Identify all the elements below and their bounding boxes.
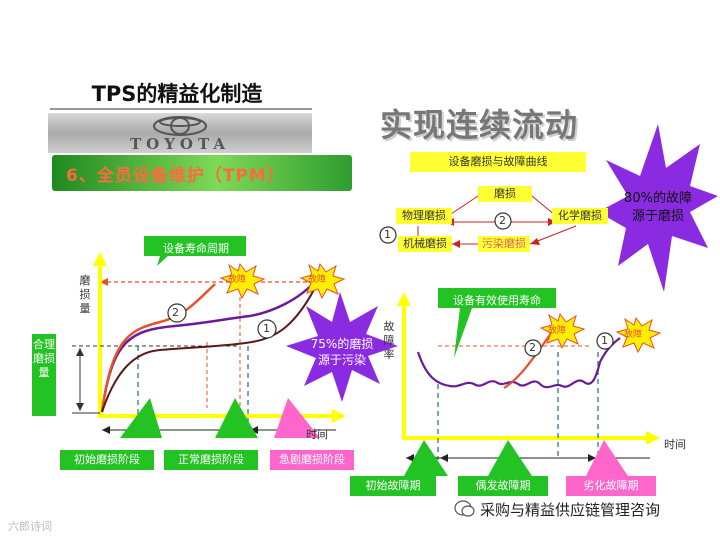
cause-physical: 物理磨损 xyxy=(396,208,452,224)
cause-pollution: 污染磨损 xyxy=(478,236,530,252)
watermark: 六郎诗词 xyxy=(8,520,52,533)
right-phase2-pointer xyxy=(488,440,532,476)
left-fault-text-2: 故障 xyxy=(228,275,247,285)
right-bathtub-curve xyxy=(416,337,621,389)
right-fault-text-1: 故障 xyxy=(624,330,643,340)
cause-title: 设备磨损与故障曲线 xyxy=(410,152,586,172)
left-curve-wear xyxy=(101,281,319,413)
right-num-2: 2 xyxy=(529,341,536,354)
page-title: TPS的精益化制造 xyxy=(91,82,263,106)
right-fault-text-2: 故障 xyxy=(548,326,567,336)
left-phase1-pointer xyxy=(120,398,162,438)
left-phase3-pointer xyxy=(274,398,320,438)
right-phase-2: 偶发故障期 xyxy=(458,476,548,496)
right-top-label: 设备有效使用寿命 xyxy=(453,294,541,307)
cause-chemical: 化学磨损 xyxy=(552,208,608,224)
left-phase-1: 初始磨损阶段 xyxy=(60,450,154,470)
wechat-icon xyxy=(454,499,476,519)
left-star-text: 75%的磨损源于污染 xyxy=(310,337,374,367)
right-phase3-pointer xyxy=(586,440,628,476)
toyota-logo-icon xyxy=(153,116,207,136)
right-fault-burst-1 xyxy=(615,316,662,354)
left-top-label-bg xyxy=(144,236,246,266)
cause-num-2: 2 xyxy=(499,214,506,227)
left-num-2: 2 xyxy=(172,306,179,319)
cause-star-text: 80%的故障源于磨损 xyxy=(624,191,692,224)
left-fault-burst-2 xyxy=(219,262,266,300)
right-num-1: 1 xyxy=(601,334,608,347)
left-fault-burst-1 xyxy=(299,262,346,300)
main-title: 实现连续流动 xyxy=(380,106,579,144)
right-phase1-pointer xyxy=(404,440,448,476)
toyota-logo-banner: TOYOTA xyxy=(48,113,312,153)
title-divider xyxy=(50,108,312,110)
left-curve-1 xyxy=(100,277,319,413)
left-phase-2: 正常磨损阶段 xyxy=(164,450,258,470)
left-top-label: 设备寿命周期 xyxy=(163,242,229,255)
cause-num-1: 1 xyxy=(384,228,391,241)
right-phase-3: 劣化故障期 xyxy=(566,476,656,496)
right-y-label: 故障率 xyxy=(383,320,395,361)
right-x-label: 时间 xyxy=(664,438,686,451)
cause-wear: 磨损 xyxy=(478,186,532,202)
cause-mechanical: 机械磨损 xyxy=(398,236,452,252)
left-phase2-pointer xyxy=(215,398,258,438)
left-fault-text-1: 故障 xyxy=(308,275,327,285)
right-phase-1: 初始故障期 xyxy=(350,476,436,496)
left-y-label: 磨损量 xyxy=(79,274,91,315)
toyota-logo-text: TOYOTA xyxy=(130,135,230,153)
right-top-label-bg xyxy=(438,288,556,358)
left-star-burst xyxy=(286,292,398,402)
left-phase-3: 急剧磨损阶段 xyxy=(270,450,354,470)
left-curve-2 xyxy=(100,283,216,413)
right-curve-2 xyxy=(503,331,553,389)
right-fault-burst-2 xyxy=(539,312,586,350)
reasonable-wear-label: 合理磨损量 xyxy=(32,334,56,416)
left-x-label: 时间 xyxy=(306,428,328,441)
cause-star-burst xyxy=(598,124,718,292)
left-num-1: 1 xyxy=(263,322,270,335)
footer-brand: 采购与精益供应链管理咨询 xyxy=(480,501,661,519)
section-heading: 6、全员设备维护（TPM） xyxy=(52,155,352,191)
